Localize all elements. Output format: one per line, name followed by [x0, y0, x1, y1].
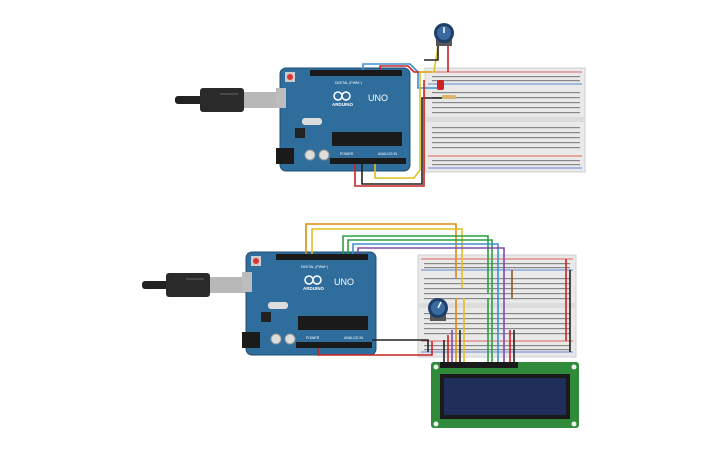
wire-orange	[305, 223, 457, 278]
analog-header-label-bottom: ANALOG IN	[344, 336, 364, 340]
led[interactable]	[437, 80, 444, 90]
breadboard-holes-bottom	[424, 263, 570, 351]
lcd-screen	[444, 378, 566, 415]
wire-green	[342, 235, 489, 293]
wire-green-2	[347, 239, 493, 298]
bottom-circuit: DIGITAL (PWM~) ARDUINO UNO POWER ANALOG …	[142, 223, 579, 428]
power-header-label-bottom: POWER	[306, 336, 320, 340]
wire-red-2	[354, 80, 425, 187]
power-jack-bottom	[242, 332, 260, 348]
atmega-chip	[332, 132, 402, 146]
wire-yellow	[311, 228, 463, 288]
brand-label-bottom: ARDUINO	[303, 286, 324, 291]
arduino-logo-icon	[333, 91, 351, 101]
lcd-display[interactable]	[431, 362, 579, 428]
arduino-board-bottom[interactable]: DIGITAL (PWM~) ARDUINO UNO POWER ANALOG …	[242, 251, 377, 356]
wire-purple	[357, 247, 505, 298]
wire-yellow	[374, 45, 439, 179]
reset-button-bottom[interactable]	[253, 258, 259, 264]
brand-label: ARDUINO	[332, 102, 353, 107]
wire-blue	[352, 243, 499, 298]
breadboard[interactable]	[424, 67, 586, 173]
usb-cable-icon	[175, 88, 284, 112]
top-circuit: DIGITAL (PWM~) ARDUINO UNO POWER	[175, 23, 586, 187]
digital-header-label-bottom: DIGITAL (PWM~)	[301, 265, 328, 269]
arduino-logo-icon-bottom	[304, 275, 322, 285]
model-label: UNO	[368, 93, 388, 103]
bottom-wires	[305, 223, 571, 362]
model-label-bottom: UNO	[334, 277, 354, 287]
wire-blue	[362, 63, 437, 89]
usb-cable-icon-bottom	[142, 273, 250, 297]
resistor[interactable]	[442, 95, 456, 99]
potentiometer[interactable]	[434, 23, 454, 46]
power-header-label: POWER	[340, 152, 354, 156]
breadboard-holes	[432, 76, 580, 166]
atmega-chip-bottom	[298, 316, 368, 330]
wire-black-pot	[424, 46, 439, 61]
analog-header-label: ANALOG IN	[378, 152, 398, 156]
wire-black	[372, 339, 429, 352]
power-jack	[276, 148, 294, 164]
wire-red	[317, 341, 433, 356]
wire-black	[361, 97, 442, 185]
arduino-board[interactable]: DIGITAL (PWM~) ARDUINO UNO POWER	[276, 67, 411, 172]
potentiometer-bottom[interactable]	[428, 298, 448, 321]
reset-button[interactable]	[287, 74, 293, 80]
top-wires	[354, 45, 449, 187]
digital-header-label: DIGITAL (PWM~)	[335, 81, 362, 85]
